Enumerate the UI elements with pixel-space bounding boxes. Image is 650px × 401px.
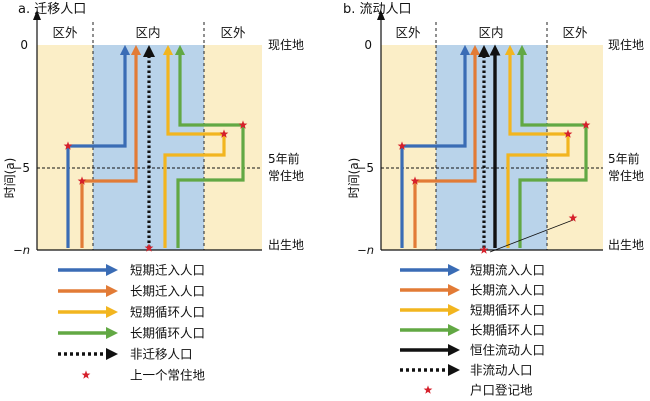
legend-item: 上一个常住地 (81, 368, 206, 383)
panel-b-tick-0: 0 (364, 38, 372, 52)
panel-a-path-yellow (162, 44, 226, 248)
panel-b-right-top: 现住地 (608, 38, 644, 52)
legend-item: 户口登记地 (423, 383, 533, 398)
legend-item: 短期流入人口 (400, 263, 545, 278)
legend-label: 长期迁入人口 (130, 284, 205, 299)
legend-label: 长期流入人口 (470, 283, 545, 298)
legend-label: 户口登记地 (470, 383, 533, 398)
star-icon (563, 129, 573, 138)
panel-a-title: a. 迁移人口 (18, 2, 86, 17)
legend-label: 短期循环人口 (470, 303, 545, 318)
panel-b-y-axis-arrow-icon (377, 10, 385, 20)
star-icon (144, 243, 154, 252)
panel-b-path-green (516, 44, 588, 248)
star-icon (568, 213, 578, 222)
legend-item: 长期流入人口 (400, 283, 545, 298)
panel-a-right-mid2: 常住地 (268, 169, 304, 183)
arrow-icon (106, 327, 118, 339)
panel-a: a. 迁移人口 区外 区内 区外 0 −5 −n 时间(a) 现住地 5年前 常… (3, 2, 304, 383)
legend-label: 恒住流动人口 (470, 343, 545, 358)
legend-item: 长期循环人口 (400, 323, 545, 338)
arrow-icon (448, 344, 460, 356)
legend-label: 长期循环人口 (130, 326, 205, 341)
panel-b-path-orange (413, 44, 481, 248)
panel-a-path-orange (80, 44, 142, 248)
arrow-icon (448, 364, 460, 376)
panel-a-path-blue (66, 44, 131, 248)
arrow-icon (106, 348, 118, 360)
legend-label: 短期循环人口 (130, 305, 205, 320)
legend-label: 非迁移人口 (130, 347, 193, 362)
panel-b-tick-5: −5 (356, 161, 374, 175)
panel-b-y-label: 时间(a) (347, 158, 361, 199)
panel-a-zone-right: 区外 (220, 25, 246, 40)
legend-label: 短期迁入人口 (130, 263, 205, 278)
star-icon (219, 129, 229, 138)
panel-b-zone-mid: 区内 (478, 25, 503, 40)
panel-b-right-mid2: 常住地 (608, 169, 644, 183)
legend-item: 短期循环人口 (58, 305, 205, 320)
panel-a-tick-0: 0 (20, 38, 28, 52)
panel-b-stars (397, 120, 591, 254)
panel-b-tick-n: −n (357, 243, 374, 257)
arrow-icon (448, 304, 460, 316)
legend-item: 长期迁入人口 (58, 284, 205, 299)
legend-item: 非迁移人口 (58, 347, 193, 362)
panel-b-zone-right: 区外 (562, 25, 588, 40)
star-icon (581, 120, 591, 129)
arrow-icon (106, 285, 118, 297)
legend-label: 长期循环人口 (470, 323, 545, 338)
panel-a-dotted-arrow-icon (143, 45, 155, 57)
panel-a-right-bottom: 出生地 (268, 238, 304, 252)
star-icon (410, 176, 420, 185)
star-icon (63, 141, 73, 150)
panel-a-tick-n: −n (13, 243, 30, 257)
arrow-icon (448, 264, 460, 276)
panel-b-title: b. 流动人口 (343, 2, 412, 17)
panel-a-zone-mid: 区内 (135, 25, 160, 40)
legend-item: 短期迁入人口 (58, 263, 205, 278)
star-icon (397, 141, 407, 150)
panel-b-right-bottom: 出生地 (608, 238, 644, 252)
panel-a-y-label: 时间(a) (3, 158, 17, 199)
panel-b-right-mid1: 5年前 (608, 151, 640, 166)
panel-b: b. 流动人口 区外 区内 区外 0 −5 −n 时间(a) 现住地 5年前 常… (343, 2, 644, 398)
panel-a-y-axis-arrow-icon (33, 10, 41, 20)
panel-b-path-yellow (504, 44, 570, 248)
star-icon (77, 176, 87, 185)
legend-item: 非流动人口 (400, 363, 533, 378)
legend-item: 恒住流动人口 (400, 343, 545, 358)
legend-item: 短期循环人口 (400, 303, 545, 318)
legend-label: 上一个常住地 (130, 368, 206, 383)
star-icon (423, 385, 433, 394)
star-icon (81, 370, 91, 379)
panel-b-annotation-line (489, 219, 574, 253)
legend-label: 短期流入人口 (470, 263, 545, 278)
panel-a-path-green (174, 44, 245, 248)
panel-b-zone-left: 区外 (395, 25, 421, 40)
panel-a-right-top: 现住地 (268, 38, 304, 52)
arrow-icon (106, 264, 118, 276)
star-icon (238, 120, 248, 129)
panel-b-path-blue (400, 44, 471, 248)
panel-a-stars (63, 120, 248, 252)
legend-label: 非流动人口 (470, 363, 533, 378)
star-icon (479, 245, 489, 254)
arrow-icon (106, 306, 118, 318)
panel-a-right-mid1: 5年前 (268, 151, 300, 166)
panel-a-zone-left: 区外 (52, 25, 78, 40)
arrow-icon (448, 284, 460, 296)
arrow-icon (448, 324, 460, 336)
legend-item: 长期循环人口 (58, 326, 205, 341)
panel-b-dotted-arrow-icon (478, 45, 490, 57)
panel-a-tick-5: −5 (12, 161, 30, 175)
